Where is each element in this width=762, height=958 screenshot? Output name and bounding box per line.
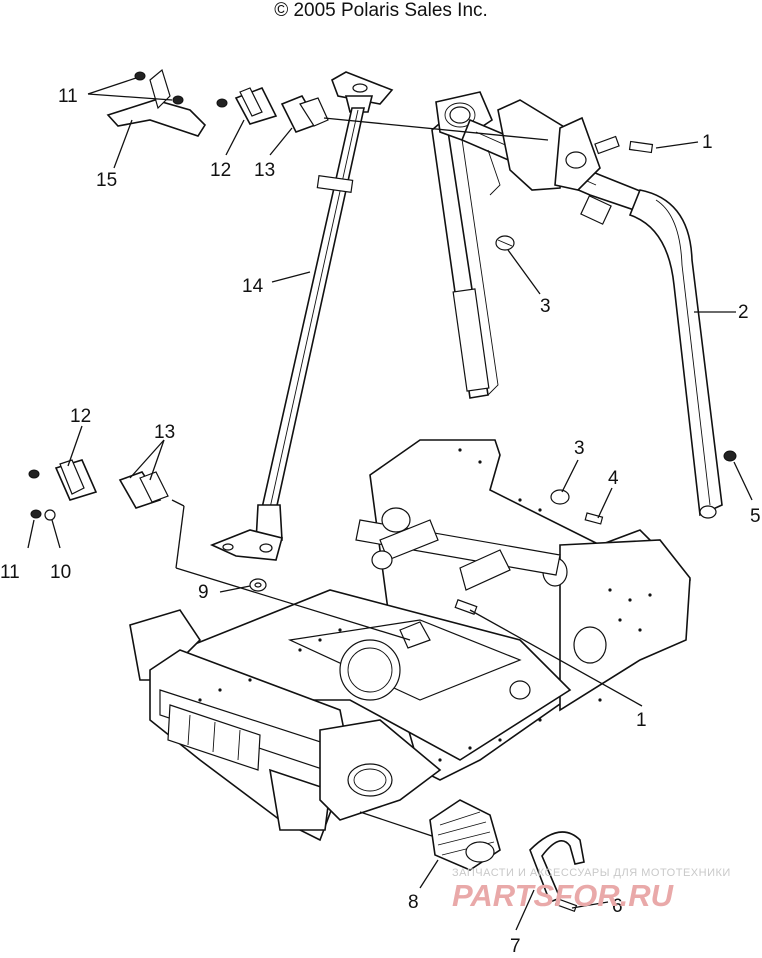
callout-8: 8 bbox=[408, 892, 419, 913]
callout-10: 10 bbox=[50, 562, 71, 583]
watermark-logo: PARTSFOR.RU bbox=[452, 878, 675, 913]
callout-11-lower: 11 bbox=[0, 562, 20, 583]
frame-hole-pattern bbox=[198, 448, 652, 762]
boot-clip bbox=[529, 831, 585, 913]
callout-11-upper: 11 bbox=[58, 86, 78, 107]
watermark: ЗАПЧАСТИ И АКСЕССУАРЫ ДЛЯ МОТОТЕХНИКИ PA… bbox=[452, 867, 731, 913]
leader-lines bbox=[27, 77, 753, 931]
callout-12-upper: 12 bbox=[210, 160, 231, 181]
callout-13-lower: 13 bbox=[154, 422, 175, 443]
upper-left-brackets bbox=[106, 68, 329, 137]
callout-13-upper: 13 bbox=[254, 160, 275, 181]
callout-9: 9 bbox=[198, 582, 209, 603]
callout-2: 2 bbox=[738, 302, 749, 323]
callout-6: 6 bbox=[612, 896, 623, 917]
main-frame bbox=[129, 140, 737, 842]
callout-12-lower: 12 bbox=[70, 406, 91, 427]
shift-boot bbox=[429, 799, 501, 871]
copyright-text: © 2005 Polaris Sales Inc. bbox=[274, 0, 488, 21]
callout-1-upper: 1 bbox=[702, 132, 713, 153]
callout-3-lower: 3 bbox=[574, 438, 585, 459]
callout-4: 4 bbox=[608, 468, 619, 489]
callout-7: 7 bbox=[510, 936, 521, 957]
callout-3-upper: 3 bbox=[540, 296, 551, 317]
callout-15: 15 bbox=[96, 170, 117, 191]
callout-5: 5 bbox=[750, 506, 761, 527]
callout-labels: 1 1 2 3 3 4 5 6 7 8 9 10 11 11 12 12 13 … bbox=[0, 86, 761, 957]
watermark-tagline: ЗАПЧАСТИ И АКСЕССУАРЫ ДЛЯ МОТОТЕХНИКИ bbox=[452, 867, 731, 879]
steering-post bbox=[209, 71, 394, 561]
roll-bar-assembly bbox=[431, 91, 723, 519]
mid-left-brackets bbox=[28, 459, 267, 592]
callout-1-lower: 1 bbox=[636, 710, 647, 731]
callout-14: 14 bbox=[242, 276, 264, 297]
